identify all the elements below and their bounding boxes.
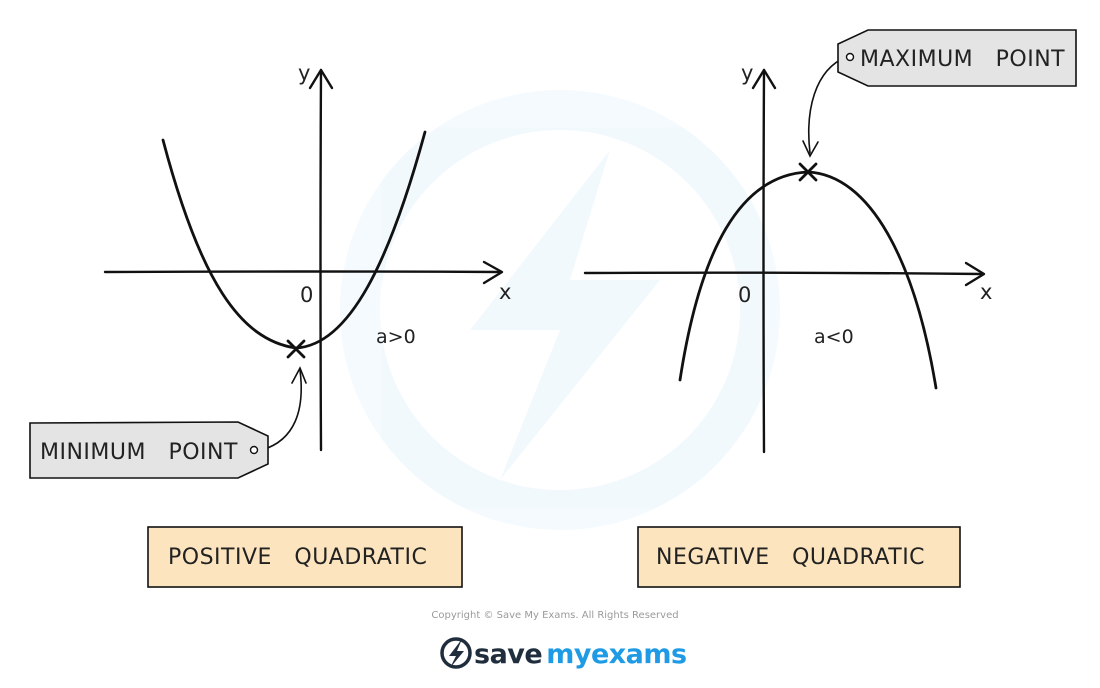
- left-y-label: y: [298, 61, 310, 85]
- brand-save: save: [474, 639, 542, 670]
- maximum-point-tag: MAXIMUM POINT: [837, 29, 1077, 87]
- lightning-bolt-icon: [440, 637, 472, 669]
- negative-quadratic-text: NEGATIVE QUADRATIC: [656, 545, 925, 570]
- right-y-label: y: [741, 61, 753, 85]
- maximum-pointer-arrow: [807, 56, 847, 154]
- right-origin-label: 0: [738, 283, 751, 307]
- right-x-axis-arrow: [964, 261, 986, 287]
- minimum-pointer-arrow: [261, 369, 302, 451]
- right-condition-label: a<0: [814, 326, 854, 348]
- positive-quadratic-caption: POSITIVE QUADRATIC: [147, 526, 463, 588]
- maximum-point-marker: [798, 162, 818, 182]
- right-x-label: x: [980, 280, 992, 304]
- left-x-axis: [103, 270, 502, 274]
- positive-quadratic-text: POSITIVE QUADRATIC: [168, 545, 427, 570]
- copyright-notice: Copyright © Save My Exams. All Rights Re…: [431, 610, 678, 621]
- negative-quadratic-caption: NEGATIVE QUADRATIC: [637, 526, 961, 588]
- negative-quadratic-graph: y x 0 a<0 MAXIMUM POINT NEGATIVE QUADRAT…: [583, 29, 1077, 588]
- brand-my: my: [546, 639, 592, 670]
- positive-quadratic-graph: y x 0 a>0 MINIMUM POINT POSITIVE QUADRAT…: [29, 61, 511, 588]
- minimum-point-label: MINIMUM POINT: [40, 440, 238, 465]
- maximum-point-label: MAXIMUM POINT: [860, 47, 1065, 72]
- right-y-axis-arrow: [751, 68, 777, 90]
- minimum-point-tag: MINIMUM POINT: [29, 421, 269, 479]
- right-y-axis: [762, 68, 766, 454]
- left-origin-label: 0: [300, 283, 313, 307]
- watermark: [340, 90, 780, 530]
- left-x-axis-arrow: [482, 260, 504, 285]
- right-x-axis: [583, 271, 984, 276]
- brand-exams: exams: [591, 639, 687, 670]
- left-y-axis-arrow: [308, 68, 334, 90]
- left-x-label: x: [499, 280, 511, 304]
- left-condition-label: a>0: [376, 326, 416, 348]
- left-y-axis: [319, 68, 323, 452]
- minimum-point-marker: [286, 339, 306, 359]
